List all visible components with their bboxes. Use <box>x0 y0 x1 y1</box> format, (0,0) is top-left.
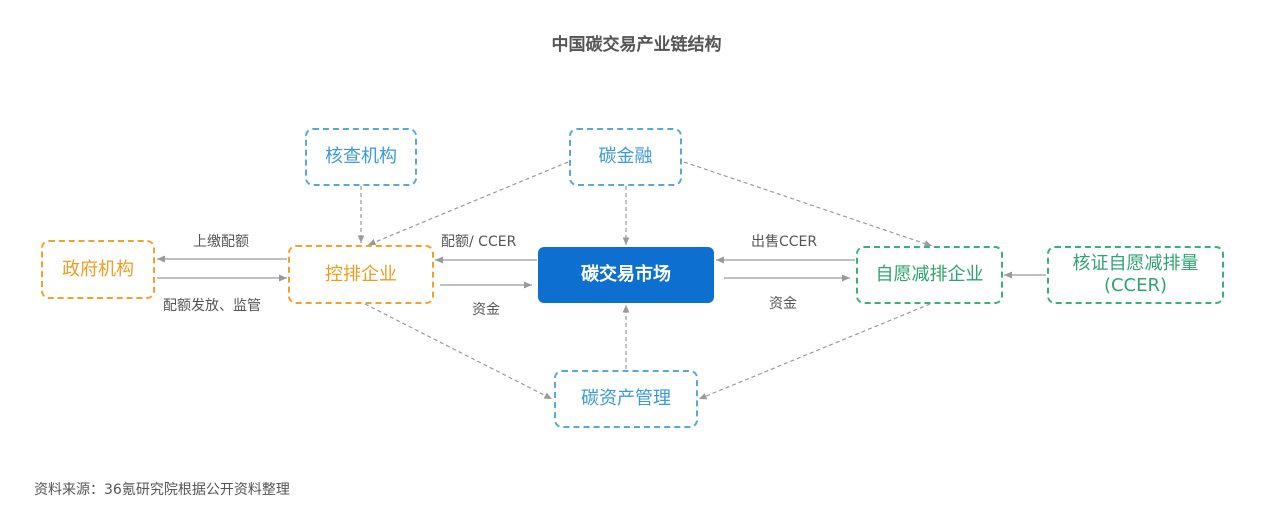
edge-label-gov-up: 上缴配额 <box>193 234 249 250</box>
node-ccer-label-line1: 核证自愿减排量 <box>1072 253 1199 274</box>
node-verification-agency-label: 核查机构 <box>325 146 397 167</box>
arrow-voluntary-to-asset <box>698 303 931 400</box>
node-carbon-market-label: 碳交易市场 <box>581 264 671 285</box>
edge-label-ctrl-down: 资金 <box>472 302 500 318</box>
edge-label-gov-down: 配额发放、监管 <box>163 298 261 314</box>
node-ccer-label-line2: (CCER) <box>1103 275 1168 296</box>
node-carbon-finance: 碳金融 <box>569 128 682 186</box>
node-carbon-asset-management-label: 碳资产管理 <box>581 388 671 409</box>
arrow-finance-to-controlled <box>367 161 569 246</box>
node-carbon-asset-management: 碳资产管理 <box>554 370 698 428</box>
node-verification-agency: 核查机构 <box>305 128 417 186</box>
node-voluntary-enterprise-label: 自愿减排企业 <box>875 264 984 285</box>
arrow-finance-to-voluntary <box>683 161 933 247</box>
diagram-title: 中国碳交易产业链结构 <box>551 35 722 55</box>
node-controlled-enterprise: 控排企业 <box>288 245 434 304</box>
node-carbon-finance-label: 碳金融 <box>598 146 653 167</box>
node-government-label: 政府机构 <box>62 258 134 280</box>
edge-label-vol-down: 资金 <box>769 296 797 312</box>
node-carbon-market: 碳交易市场 <box>538 247 714 303</box>
source-note: 资料来源：36氪研究院根据公开资料整理 <box>34 482 290 498</box>
arrow-controlled-to-asset <box>364 303 553 400</box>
node-voluntary-enterprise: 自愿减排企业 <box>856 246 1003 304</box>
edge-label-ctrl-up: 配额/ CCER <box>441 234 517 250</box>
node-ccer: 核证自愿减排量 (CCER) <box>1047 246 1224 304</box>
node-controlled-enterprise-label: 控排企业 <box>325 263 397 285</box>
edge-label-vol-up: 出售CCER <box>751 234 818 250</box>
node-government: 政府机构 <box>41 240 155 299</box>
